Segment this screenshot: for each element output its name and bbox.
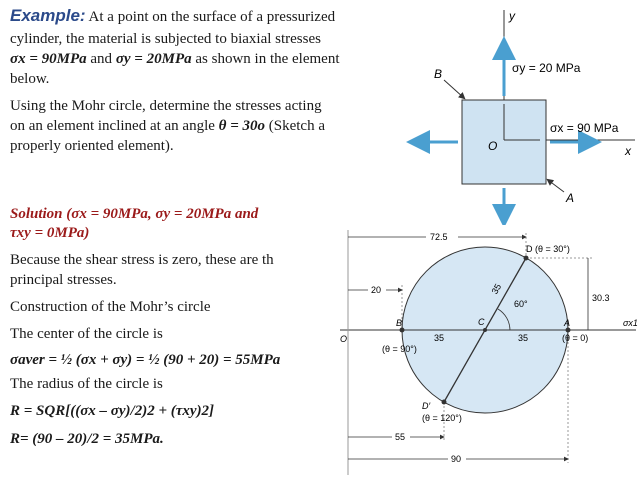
mohr-point-b-label: B — [396, 318, 402, 328]
solution-line-5: Construction of the Mohr’s circle — [10, 299, 211, 315]
mohr-radius-35-left: 35 — [434, 333, 444, 343]
mohr-point-a-label: A — [563, 318, 570, 328]
y-axis-label: y — [508, 9, 516, 23]
mohr-radius-35-diag: 35 — [490, 282, 504, 296]
dim-55: 55 — [395, 432, 405, 442]
point-a-pointer — [546, 178, 565, 193]
solution-line-10: R= (90 – 20)/2 = 35MPa. — [10, 431, 164, 447]
mohr-point-c-label: C — [478, 317, 485, 327]
stress-element-diagram: y x O B A σy = 20 MPa σx = 90 MPa — [406, 9, 635, 225]
sigma-x-label: σx = 90 MPa — [550, 121, 619, 135]
mohr-origin-label: O — [340, 334, 347, 344]
mohr-point-d2-label: D′ — [422, 401, 430, 411]
point-a-label: A — [565, 191, 574, 205]
mohr-circle-diagram: 72.5 20 30.3 55 90 O B (θ = 90°) C A (θ … — [340, 229, 638, 475]
origin-label: O — [488, 139, 497, 153]
example-line-4: below. — [10, 71, 50, 87]
point-b-pointer — [443, 79, 466, 100]
example-line-6: on an element inclined at an angle θ = 3… — [10, 118, 325, 134]
dim-90: 90 — [451, 454, 461, 464]
solution-line-7: σaver = ½ (σx + σy) = ½ (90 + 20) = 55MP… — [10, 352, 281, 368]
example-line-3: σx = 90MPa and σy = 20MPa as shown in th… — [10, 51, 340, 67]
solution-line-1: Solution (σx = 90MPa, σy = 20MPa and — [10, 206, 259, 222]
example-line-5: Using the Mohr circle, determine the str… — [10, 98, 322, 114]
sigma-y-label: σy = 20 MPa — [512, 61, 581, 75]
example-line-7: properly oriented element). — [10, 138, 174, 154]
solution-line-8: The radius of the circle is — [10, 376, 163, 392]
example-label: Example: — [10, 6, 86, 25]
mohr-sigma-axis-label: σx1 — [623, 318, 638, 328]
solution-line-3: Because the shear stress is zero, these … — [10, 252, 274, 268]
x-axis-label: x — [624, 144, 632, 158]
solution-line-9: R = SQR[((σx – σy)/2)2 + (τxy)2] — [10, 403, 215, 419]
dim-20: 20 — [371, 285, 381, 295]
example-line-2: cylinder, the material is subjected to b… — [10, 31, 321, 47]
dim-72-5: 72.5 — [430, 232, 448, 242]
mohr-point-d-label: D (θ = 30°) — [526, 244, 570, 254]
mohr-point-d2-sub: (θ = 120°) — [422, 413, 462, 423]
point-c-dot — [483, 328, 487, 332]
solution-line-4: principal stresses. — [10, 272, 117, 288]
solution-line-6: The center of the circle is — [10, 326, 163, 342]
example-line-1: Example: At a point on the surface of a … — [10, 6, 336, 25]
solution-line-2: τxy = 0MPa) — [10, 225, 90, 241]
dim-30-3: 30.3 — [592, 293, 610, 303]
mohr-point-b-sub: (θ = 90°) — [382, 344, 417, 354]
point-b-label: B — [434, 67, 442, 81]
mohr-point-a-sub: (θ = 0) — [562, 333, 588, 343]
mohr-radius-35-right: 35 — [518, 333, 528, 343]
mohr-angle-60: 60° — [514, 299, 528, 309]
